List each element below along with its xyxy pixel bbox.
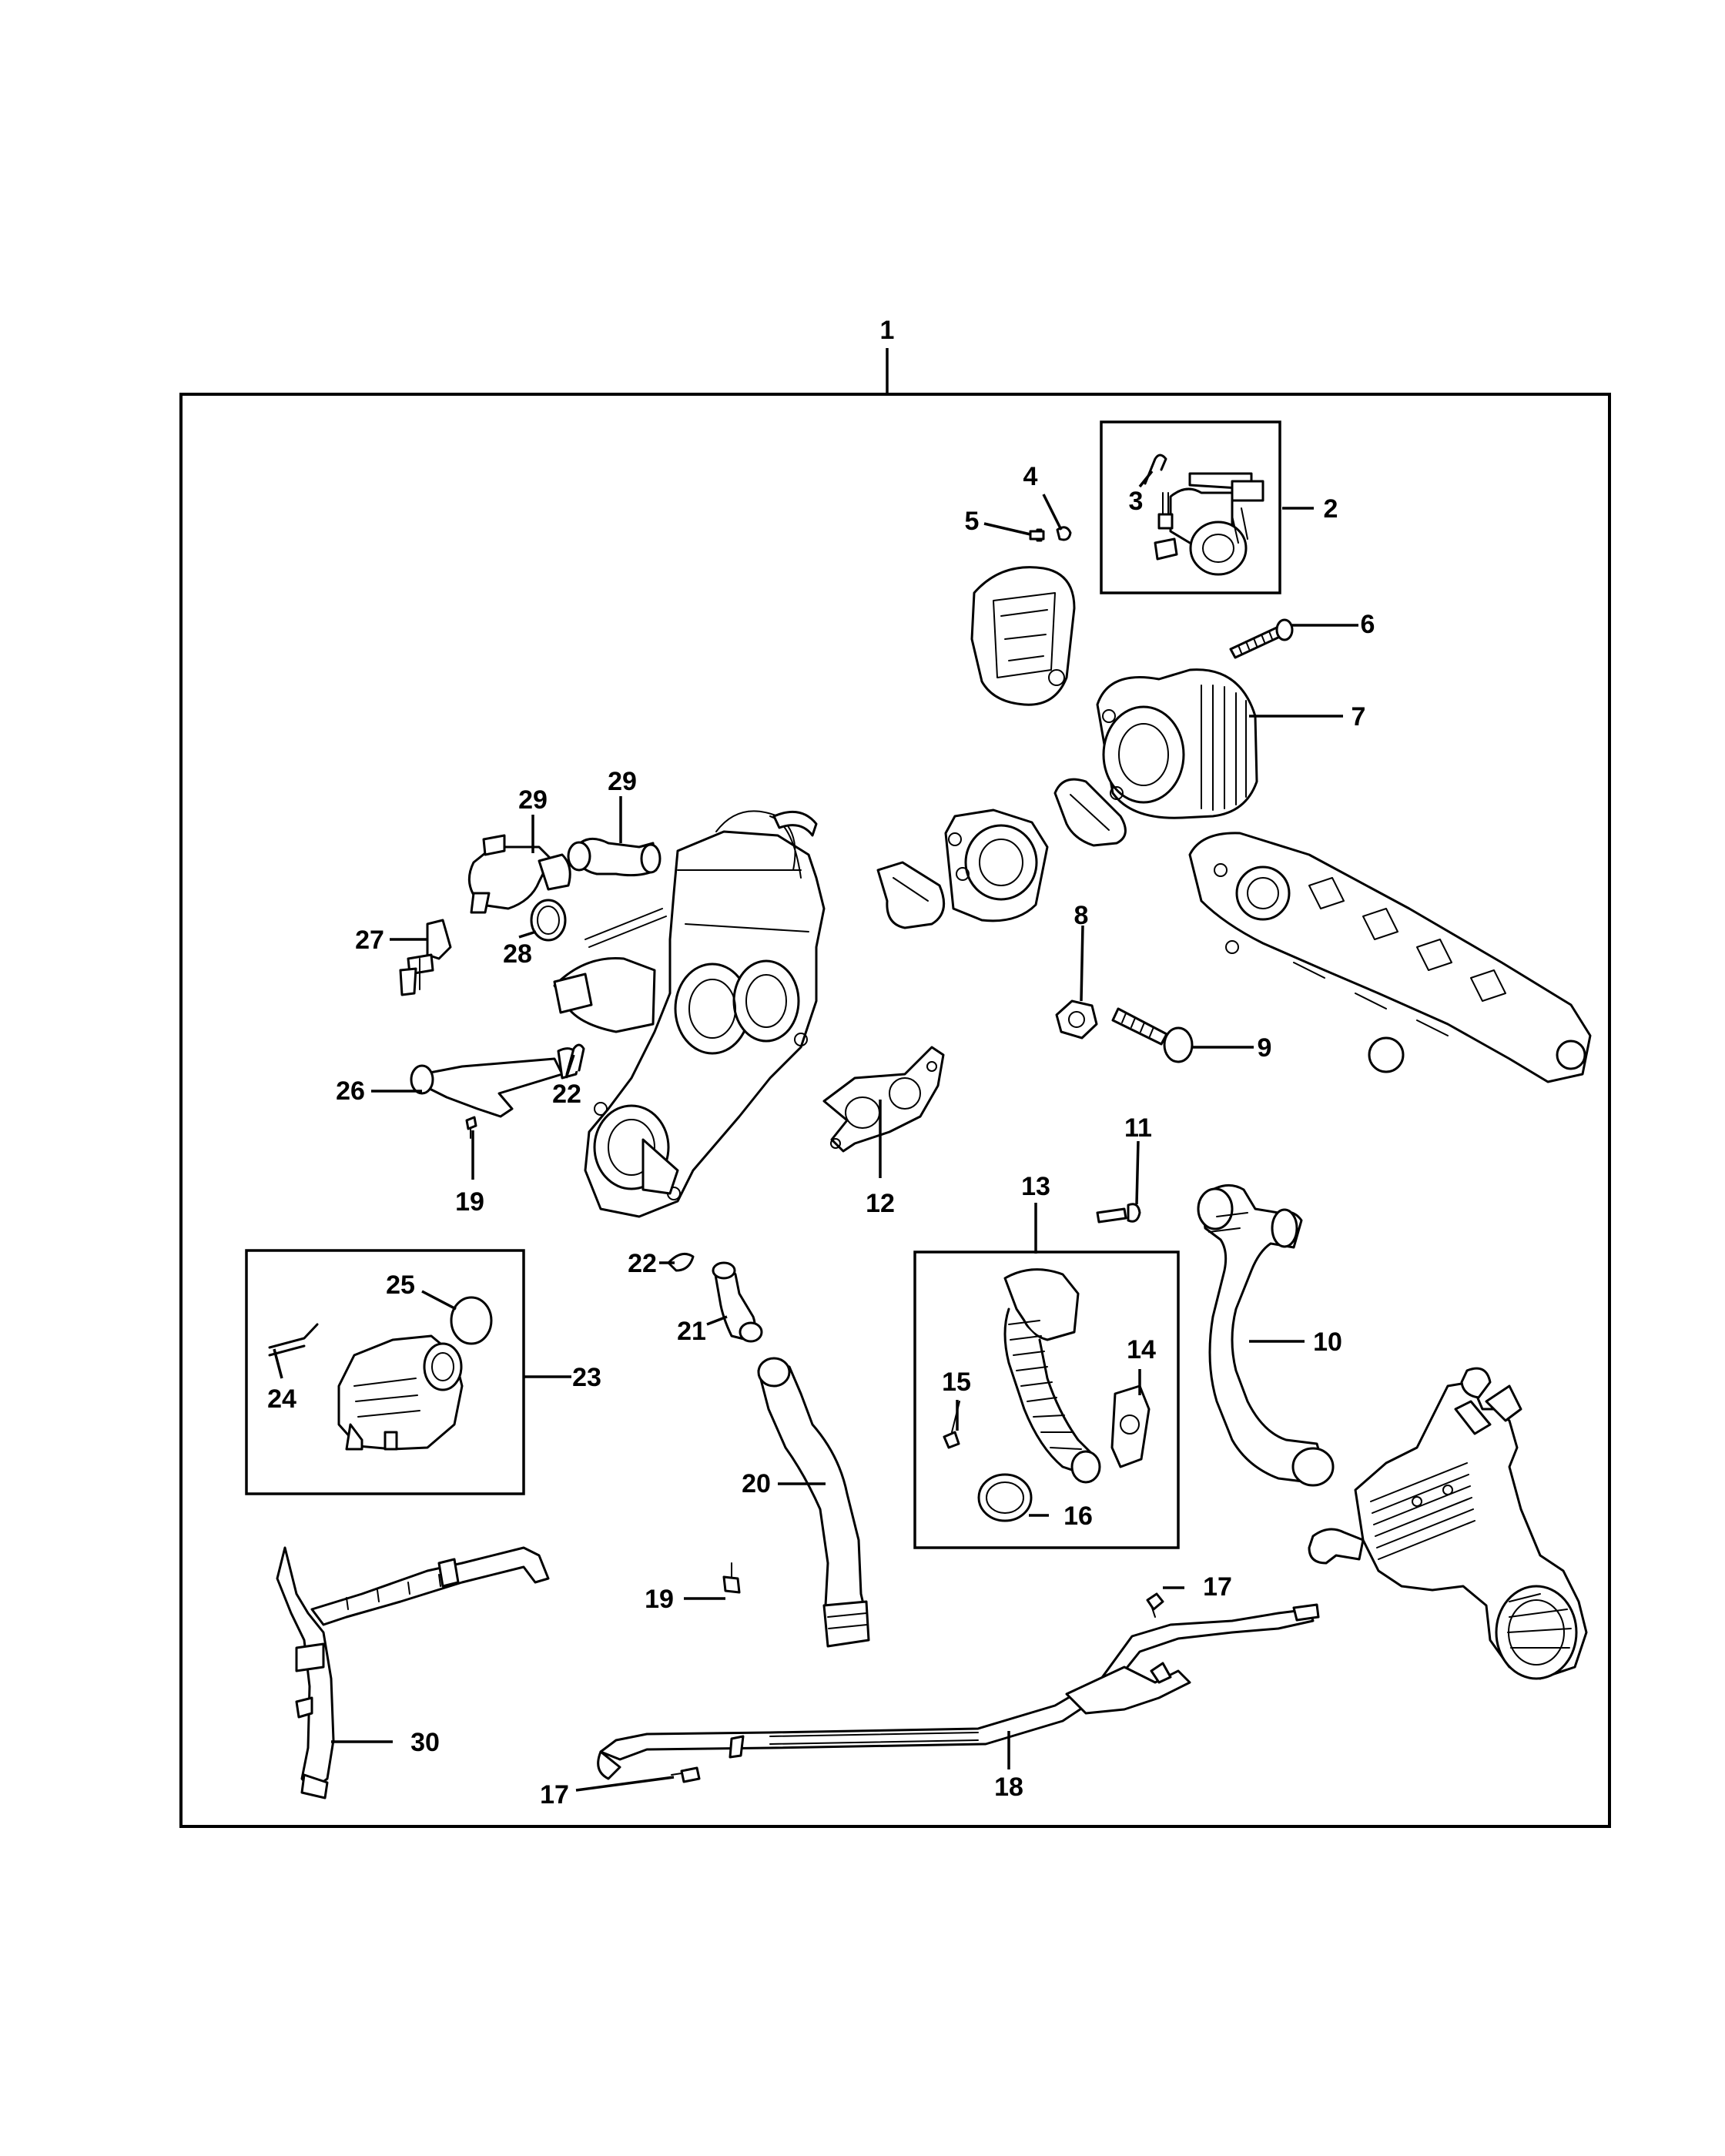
callout-2: 2 <box>1324 494 1338 524</box>
callout-10: 10 <box>1313 1327 1342 1357</box>
part-19-bolt-lower <box>722 1562 741 1594</box>
leader-line-24 <box>273 1348 283 1379</box>
part-6-long-bolt <box>1229 618 1294 659</box>
callout-23: 23 <box>572 1363 601 1392</box>
part-7-egr-valve <box>1096 668 1258 819</box>
part-4-clip <box>1056 526 1072 541</box>
callout-18: 18 <box>994 1773 1023 1802</box>
oil-cooler-housing <box>1308 1367 1588 1680</box>
callout-21: 21 <box>677 1317 706 1346</box>
callout-8: 8 <box>1074 901 1089 930</box>
callout-3: 3 <box>1129 487 1144 516</box>
callout-30: 30 <box>410 1728 440 1757</box>
part-18-pipe-assembly <box>597 1603 1320 1780</box>
callout-16: 16 <box>1063 1502 1093 1531</box>
part-3-hose-clip <box>1144 454 1167 485</box>
subassembly-box-23 <box>245 1249 525 1495</box>
part-8-nut <box>1055 999 1098 1040</box>
callout-26: 26 <box>336 1076 365 1106</box>
leader-line-11 <box>1135 1140 1140 1205</box>
part-13-egr-pipe <box>1003 1268 1101 1484</box>
part-14-gasket <box>1110 1384 1151 1468</box>
callout-29-right: 29 <box>608 767 637 796</box>
callout-25: 25 <box>386 1270 415 1300</box>
callout-28: 28 <box>503 939 532 969</box>
callout-1: 1 <box>880 316 895 345</box>
egr-cooler-housing <box>944 808 1049 922</box>
part-29-thermostat-fitting <box>467 834 571 914</box>
part-17-bolt-upper <box>1146 1592 1164 1618</box>
part-22-clip-lower <box>667 1252 695 1272</box>
callout-27: 27 <box>355 926 384 955</box>
part-28-o-ring <box>530 899 567 942</box>
assembly-frame <box>179 393 1611 1828</box>
callout-19-lower: 19 <box>645 1585 674 1614</box>
egr-valve-gasket <box>1053 778 1127 847</box>
part-11-bolt <box>1096 1203 1141 1224</box>
callout-17-lower: 17 <box>540 1780 569 1810</box>
leader-line-21 <box>706 1315 728 1326</box>
leader-line-22a <box>564 1054 575 1079</box>
part-29-coolant-pipe-elbow <box>567 837 662 877</box>
part-12-gasket <box>822 1046 945 1153</box>
part-2-solenoid-valve <box>1154 472 1264 576</box>
leader-line-28 <box>518 930 537 939</box>
callout-17-upper: 17 <box>1203 1572 1232 1602</box>
callout-7: 7 <box>1352 702 1366 732</box>
subassembly-box-2 <box>1100 420 1281 594</box>
leader-line-4 <box>1042 494 1063 531</box>
leader-line-17b <box>575 1776 675 1792</box>
callout-15: 15 <box>942 1368 971 1397</box>
part-23-thermostat-housing <box>337 1334 464 1451</box>
part-5-bolt <box>1029 528 1045 542</box>
part-10-coolant-hose <box>1197 1183 1335 1487</box>
callout-9: 9 <box>1258 1033 1272 1063</box>
callout-24: 24 <box>267 1384 296 1414</box>
callout-labels: 1 2 3 4 5 6 7 8 9 10 11 12 13 14 15 16 1… <box>267 316 1375 1810</box>
callout-13: 13 <box>1021 1172 1050 1201</box>
callout-19-upper: 19 <box>455 1187 484 1217</box>
part-25-gasket <box>450 1296 493 1345</box>
part-19-bolt-upper <box>465 1116 477 1139</box>
leader-lines <box>273 470 1358 1792</box>
egr-main-housing <box>553 810 826 1218</box>
callout-5: 5 <box>965 507 980 536</box>
exhaust-manifold <box>1188 832 1592 1083</box>
callout-11: 11 <box>1124 1113 1152 1143</box>
callout-4: 4 <box>1023 462 1038 491</box>
callout-22-lower: 22 <box>628 1249 657 1278</box>
subassembly-box-13 <box>913 1250 1180 1549</box>
leader-line-5 <box>983 522 1031 536</box>
callout-29-left: 29 <box>518 785 548 815</box>
part-17-bolt-lower <box>671 1766 701 1783</box>
part-16-o-ring <box>977 1473 1033 1522</box>
callout-14: 14 <box>1127 1335 1156 1364</box>
part-9-bolt <box>1111 1007 1194 1063</box>
small-elbow-gasket <box>876 861 946 929</box>
callout-22-upper: 22 <box>552 1080 581 1109</box>
part-20-coolant-hose <box>757 1357 870 1648</box>
part-27-temperature-sensor <box>399 919 452 996</box>
part-24-clip <box>268 1323 319 1357</box>
callout-12: 12 <box>866 1189 895 1218</box>
leader-line-25 <box>421 1290 457 1311</box>
callout-6: 6 <box>1361 610 1375 639</box>
callout-20: 20 <box>742 1469 771 1498</box>
egr-cooler-cover-plate <box>970 566 1076 706</box>
part-21-pipe-connector <box>712 1261 763 1343</box>
part-30-wiring-harness <box>276 1546 550 1799</box>
leader-line-8 <box>1080 925 1084 1002</box>
leader-line-3 <box>1138 470 1154 488</box>
